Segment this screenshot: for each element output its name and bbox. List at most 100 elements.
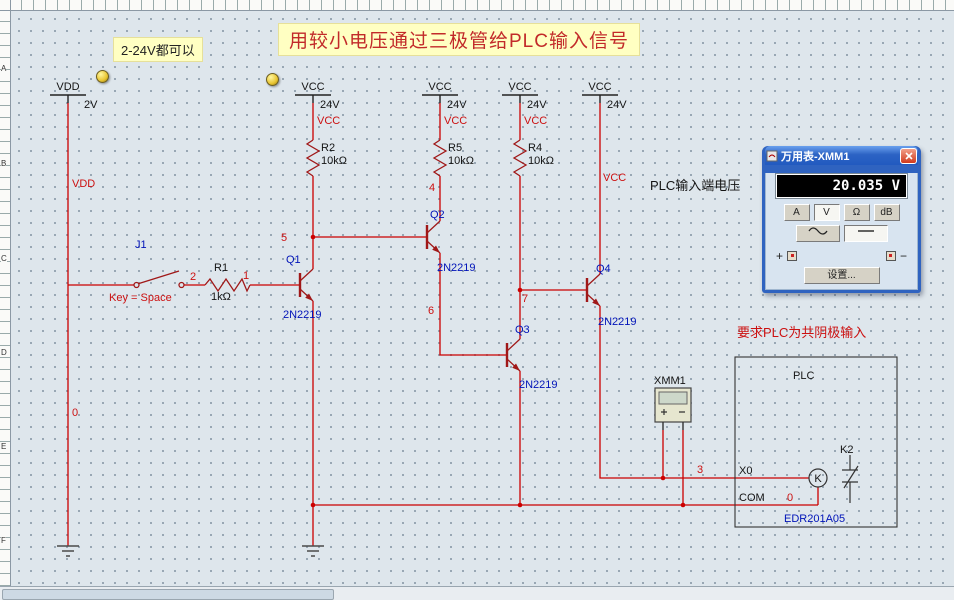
resistor-ref-label: R4 — [528, 142, 542, 154]
resistor-value-label: 10kΩ — [528, 155, 554, 167]
net-label-vdd: VDD — [72, 178, 95, 190]
multimeter-window[interactable]: 万用表-XMM1 20.035 V A V Ω dB — [762, 146, 921, 293]
resistor-value-label: 10kΩ — [321, 155, 347, 167]
resistor-r5[interactable] — [432, 139, 448, 177]
resistor-r2[interactable] — [305, 139, 321, 177]
ruler-row-label: E — [1, 442, 7, 451]
mode-button-volts[interactable]: V — [813, 204, 840, 221]
plc-com-label: COM — [739, 492, 765, 504]
vdd-rail-label: VDD — [56, 81, 79, 93]
note-pin-icon[interactable] — [266, 73, 279, 86]
mode-button-amps[interactable]: A — [783, 204, 810, 221]
net-label-vcc: VCC — [524, 115, 547, 127]
note-pin-icon[interactable] — [96, 70, 109, 83]
ruler-row-label: C — [1, 254, 7, 263]
vcc-rail-label: VCC — [588, 81, 611, 93]
ground-symbol[interactable] — [302, 545, 324, 557]
vcc-rail-symbol — [502, 94, 538, 103]
wires[interactable] — [67, 103, 819, 546]
multimeter-window-icon — [766, 150, 778, 161]
ruler-left: A B C D E F — [0, 10, 11, 587]
resistor-ref-label: R2 — [321, 142, 335, 154]
relay-ref-label: K2 — [840, 444, 853, 456]
net-number-6: 6 — [428, 305, 434, 317]
voltage-range-note[interactable]: 2-24V都可以 — [113, 37, 203, 62]
vcc-voltage-label: 24V — [527, 99, 547, 111]
vdd-rail-symbol — [50, 94, 86, 103]
mode-button-ohms[interactable]: Ω — [843, 204, 870, 221]
transistor-model-label: 2N2219 — [519, 379, 558, 391]
transistor-q3[interactable] — [505, 338, 521, 372]
ac-mode-button[interactable] — [795, 225, 840, 242]
relay-model-label: EDR201A05 — [784, 513, 845, 525]
multimeter-display-frame: 20.035 V — [775, 173, 908, 199]
ground-symbol[interactable] — [57, 545, 79, 557]
resistor-ref-label: R1 — [214, 262, 228, 274]
vcc-rail-symbol — [295, 94, 331, 103]
ruler-row-label: A — [1, 64, 7, 73]
ruler-row-label: B — [1, 159, 7, 168]
ruler-row-label: F — [1, 536, 6, 545]
plc-requirement-note: 要求PLC为共阴极输入 — [737, 325, 866, 340]
net-number-1: 1 — [243, 270, 249, 282]
multimeter-reading: 20.035 V — [777, 175, 906, 197]
transistor-q4[interactable] — [585, 273, 601, 307]
resistor-ref-label: R5 — [448, 142, 462, 154]
net-number-5: 5 — [281, 232, 287, 244]
power-rails[interactable] — [50, 94, 618, 103]
multimeter-titlebar[interactable]: 万用表-XMM1 — [765, 146, 918, 165]
net-number-0: 0 — [72, 407, 78, 419]
switch-ref-label: J1 — [135, 239, 147, 251]
plc-box[interactable] — [734, 356, 898, 528]
transistor-ref-label: Q4 — [596, 263, 611, 275]
plc-title-label: PLC — [793, 370, 814, 382]
relay-coil-letter: K — [814, 473, 822, 485]
vcc-rail-label: VCC — [508, 81, 531, 93]
vcc-rail-symbol — [422, 94, 458, 103]
multimeter-schematic-icon[interactable] — [654, 387, 692, 430]
mode-button-db[interactable]: dB — [873, 204, 900, 221]
plus-terminal[interactable]: + — [776, 249, 801, 263]
relay-k2[interactable] — [808, 455, 859, 503]
sine-wave-icon — [807, 227, 828, 235]
net-number-3: 3 — [697, 464, 703, 476]
vcc-voltage-label: 24V — [320, 99, 340, 111]
net-label-vcc: VCC — [317, 115, 340, 127]
plc-input-voltage-note: PLC输入端电压 — [650, 178, 740, 193]
transistor-q2[interactable] — [425, 220, 441, 254]
dc-mode-button[interactable] — [843, 225, 888, 242]
ruler-top — [10, 0, 954, 11]
schematic-workspace[interactable] — [10, 10, 954, 587]
wire-q4-emitter-to-plc-x0 — [599, 306, 809, 479]
transistor-model-label: 2N2219 — [598, 316, 637, 328]
minus-terminal-pad-icon — [885, 251, 896, 261]
wire-q2-emitter-to-q3-base — [439, 253, 507, 356]
resistor-value-label: 1kΩ — [211, 291, 231, 303]
multimeter-icon-label: XMM1 — [654, 375, 686, 387]
settings-button[interactable]: 设置... — [803, 267, 880, 284]
switch-j1[interactable] — [133, 270, 185, 289]
net-number-4: 4 — [429, 182, 435, 194]
transistor-q1[interactable] — [298, 268, 314, 302]
plus-terminal-label: + — [776, 249, 784, 263]
vcc-rail-symbol — [582, 94, 618, 103]
minus-terminal[interactable]: − — [882, 249, 907, 263]
transistor-model-label: 2N2219 — [437, 262, 476, 274]
circuit-title-note[interactable]: 用较小电压通过三极管给PLC输入信号 — [278, 23, 640, 56]
resistor-r1[interactable] — [204, 277, 251, 293]
vcc-voltage-label: 24V — [447, 99, 467, 111]
resistor-value-label: 10kΩ — [448, 155, 474, 167]
close-icon[interactable] — [900, 147, 917, 164]
transistor-ref-label: Q1 — [286, 254, 301, 266]
dc-line-icon — [857, 230, 874, 232]
transistor-ref-label: Q3 — [515, 324, 530, 336]
vcc-rail-label: VCC — [301, 81, 324, 93]
switch-key-label: Key = Space — [109, 292, 172, 304]
multimeter-window-title: 万用表-XMM1 — [781, 150, 850, 163]
ruler-corner — [0, 0, 11, 11]
wire-ground-bus-to-plc-com — [313, 487, 819, 506]
resistor-r4[interactable] — [512, 139, 528, 177]
plc-x0-label: X0 — [739, 465, 752, 477]
net-number-7: 7 — [522, 293, 528, 305]
